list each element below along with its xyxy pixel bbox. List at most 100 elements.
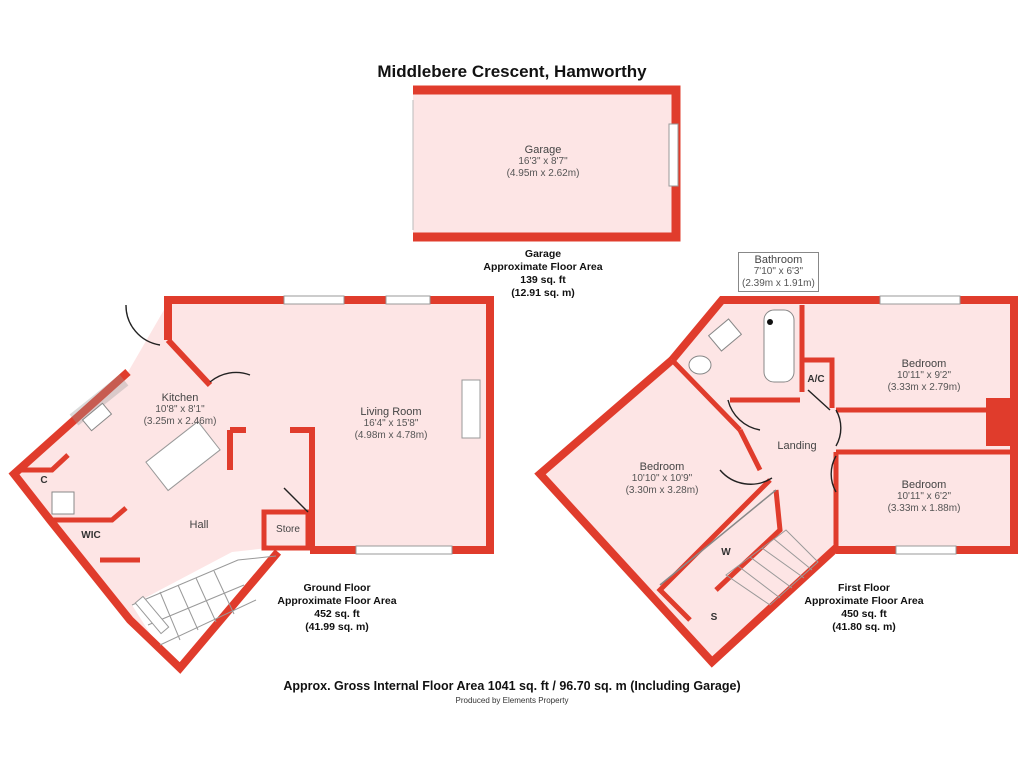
bathroom-name: Bathroom bbox=[754, 254, 803, 266]
wardrobe-doors bbox=[659, 489, 777, 586]
bathroom-label: Bathroom 7'10" x 6'3" (2.39m x 1.91m) bbox=[738, 252, 819, 292]
ground-area-sqm: (41.99 sq. m) bbox=[305, 621, 369, 633]
ground-area-subtitle: Approximate Floor Area bbox=[277, 595, 397, 607]
living-room-label: Living Room 16'4" x 15'8" (4.98m x 4.78m… bbox=[355, 406, 428, 442]
ground-area-sqft: 452 sq. ft bbox=[314, 608, 360, 620]
ground-floor-plan bbox=[8, 295, 494, 674]
garage-imperial: 16'3" x 8'7" bbox=[518, 156, 568, 167]
bathroom-door bbox=[727, 399, 761, 431]
fireplace bbox=[461, 379, 481, 439]
bedroom1-window bbox=[879, 295, 961, 305]
bedroom3-walls bbox=[833, 449, 1012, 548]
bedroom3-door bbox=[830, 455, 837, 493]
kitchen-label: Kitchen 10'8" x 8'1" (3.25m x 2.46m) bbox=[144, 392, 217, 428]
bath-tap bbox=[767, 319, 773, 325]
living-window-2 bbox=[385, 295, 431, 305]
garage-area: Garage Approximate Floor Area 139 sq. ft… bbox=[483, 248, 602, 300]
kitchen-external-door bbox=[125, 304, 161, 346]
garage-label: Garage 16'3" x 8'7" (4.95m x 2.62m) bbox=[507, 144, 580, 180]
first-floor-plan bbox=[534, 295, 1018, 668]
storage-label: S bbox=[710, 612, 718, 623]
bedroom2-metric: (3.30m x 3.28m) bbox=[625, 485, 699, 496]
bath-tub bbox=[763, 309, 795, 383]
wardrobe-label: W bbox=[721, 547, 731, 558]
bedroom3-label: Bedroom 10'11" x 6'2" (3.33m x 1.88m) bbox=[888, 479, 961, 515]
garage-window bbox=[668, 123, 679, 187]
washer bbox=[51, 491, 75, 515]
bedroom2-name: Bedroom bbox=[639, 461, 685, 473]
garage-area-title: Garage bbox=[524, 248, 562, 260]
hall-name: Hall bbox=[189, 519, 209, 531]
bathroom-walls bbox=[670, 358, 800, 432]
producer-credit: Produced by Elements Property bbox=[455, 696, 569, 705]
kitchen-imperial: 10'8" x 8'1" bbox=[155, 404, 205, 415]
bedroom2-imperial: 10'10" x 10'9" bbox=[631, 473, 693, 484]
bedroom1-cupboard bbox=[986, 398, 1012, 446]
bedroom3-imperial: 10'11" x 6'2" bbox=[896, 491, 952, 502]
cupboard-wall bbox=[20, 453, 70, 473]
ground-floor-area bbox=[14, 303, 486, 662]
first-floor-area-label: First Floor Approximate Floor Area 450 s… bbox=[804, 582, 923, 634]
bedroom1-door bbox=[835, 409, 842, 447]
garage-floor bbox=[413, 94, 674, 233]
ground-outer-walls bbox=[8, 369, 282, 674]
store-door bbox=[283, 487, 309, 513]
ground-area-title: Ground Floor bbox=[303, 582, 371, 594]
property-title: Middlebere Crescent, Hamworthy bbox=[377, 62, 647, 81]
kitchen-island bbox=[145, 420, 221, 492]
wardrobe-walls bbox=[714, 489, 783, 592]
wic-label: WIC bbox=[81, 530, 101, 541]
kitchen-metric: (3.25m x 2.46m) bbox=[143, 416, 217, 427]
living-room-imperial: 16'4" x 15'8" bbox=[363, 418, 419, 429]
bedroom3-name: Bedroom bbox=[901, 479, 947, 491]
hall-label: Hall bbox=[190, 519, 209, 531]
bedroom1-walls bbox=[799, 305, 1012, 413]
living-window-1 bbox=[283, 295, 345, 305]
ac-door bbox=[807, 389, 831, 411]
bedroom3-window bbox=[895, 545, 957, 555]
ground-floor-area-label: Ground Floor Approximate Floor Area 452 … bbox=[277, 582, 396, 634]
kitchen-counter bbox=[69, 374, 129, 426]
garage-area-sqm: (12.91 sq. m) bbox=[511, 287, 575, 299]
bathroom-imperial: 7'10" x 6'3" bbox=[753, 266, 804, 277]
garage-metric: (4.95m x 2.62m) bbox=[506, 168, 580, 179]
bedroom3-metric: (3.33m x 1.88m) bbox=[887, 503, 961, 514]
living-room-name: Living Room bbox=[360, 406, 422, 418]
stair-window bbox=[134, 595, 170, 635]
kitchen-wall bbox=[165, 337, 213, 388]
first-stairs bbox=[725, 529, 819, 606]
living-window-3 bbox=[355, 545, 453, 555]
garage-area-sqft: 139 sq. ft bbox=[520, 274, 566, 286]
cupboard-label: C bbox=[40, 475, 48, 486]
bathroom-metric: (2.39m x 1.91m) bbox=[742, 278, 815, 289]
living-room-metric: (4.98m x 4.78m) bbox=[354, 430, 428, 441]
bedroom2-walls bbox=[656, 428, 772, 622]
kitchen-name: Kitchen bbox=[161, 392, 199, 404]
wic-wall bbox=[50, 506, 128, 523]
basin bbox=[707, 318, 743, 352]
first-area-title: First Floor bbox=[838, 582, 890, 594]
first-floor-area bbox=[540, 303, 1012, 662]
landing-name: Landing bbox=[777, 440, 817, 452]
bedroom1-metric: (3.33m x 2.79m) bbox=[887, 382, 961, 393]
ac-label: A/C bbox=[807, 374, 825, 385]
kitchen-door bbox=[209, 371, 251, 383]
first-area-subtitle: Approximate Floor Area bbox=[804, 595, 924, 607]
bedroom1-imperial: 10'11" x 9'2" bbox=[896, 370, 952, 381]
bedroom2-door bbox=[719, 469, 773, 485]
bedroom2-label: Bedroom 10'10" x 10'9" (3.30m x 3.28m) bbox=[626, 461, 699, 497]
first-lower-walls bbox=[534, 356, 839, 668]
store-walls bbox=[261, 509, 311, 551]
first-area-sqft: 450 sq. ft bbox=[841, 608, 887, 620]
bedroom1-name: Bedroom bbox=[901, 358, 947, 370]
gross-floor-area: Approx. Gross Internal Floor Area 1041 s… bbox=[283, 679, 741, 693]
garage-name: Garage bbox=[524, 144, 562, 156]
bedroom1-label: Bedroom 10'11" x 9'2" (3.33m x 2.79m) bbox=[888, 358, 961, 394]
garage-plan bbox=[412, 85, 681, 242]
kitchen-sink bbox=[81, 402, 113, 432]
garage-area-subtitle: Approximate Floor Area bbox=[483, 261, 603, 273]
ground-stairs bbox=[131, 555, 277, 646]
store-label: Store bbox=[276, 524, 300, 535]
toilet bbox=[688, 355, 712, 375]
landing-label: Landing bbox=[777, 440, 816, 452]
